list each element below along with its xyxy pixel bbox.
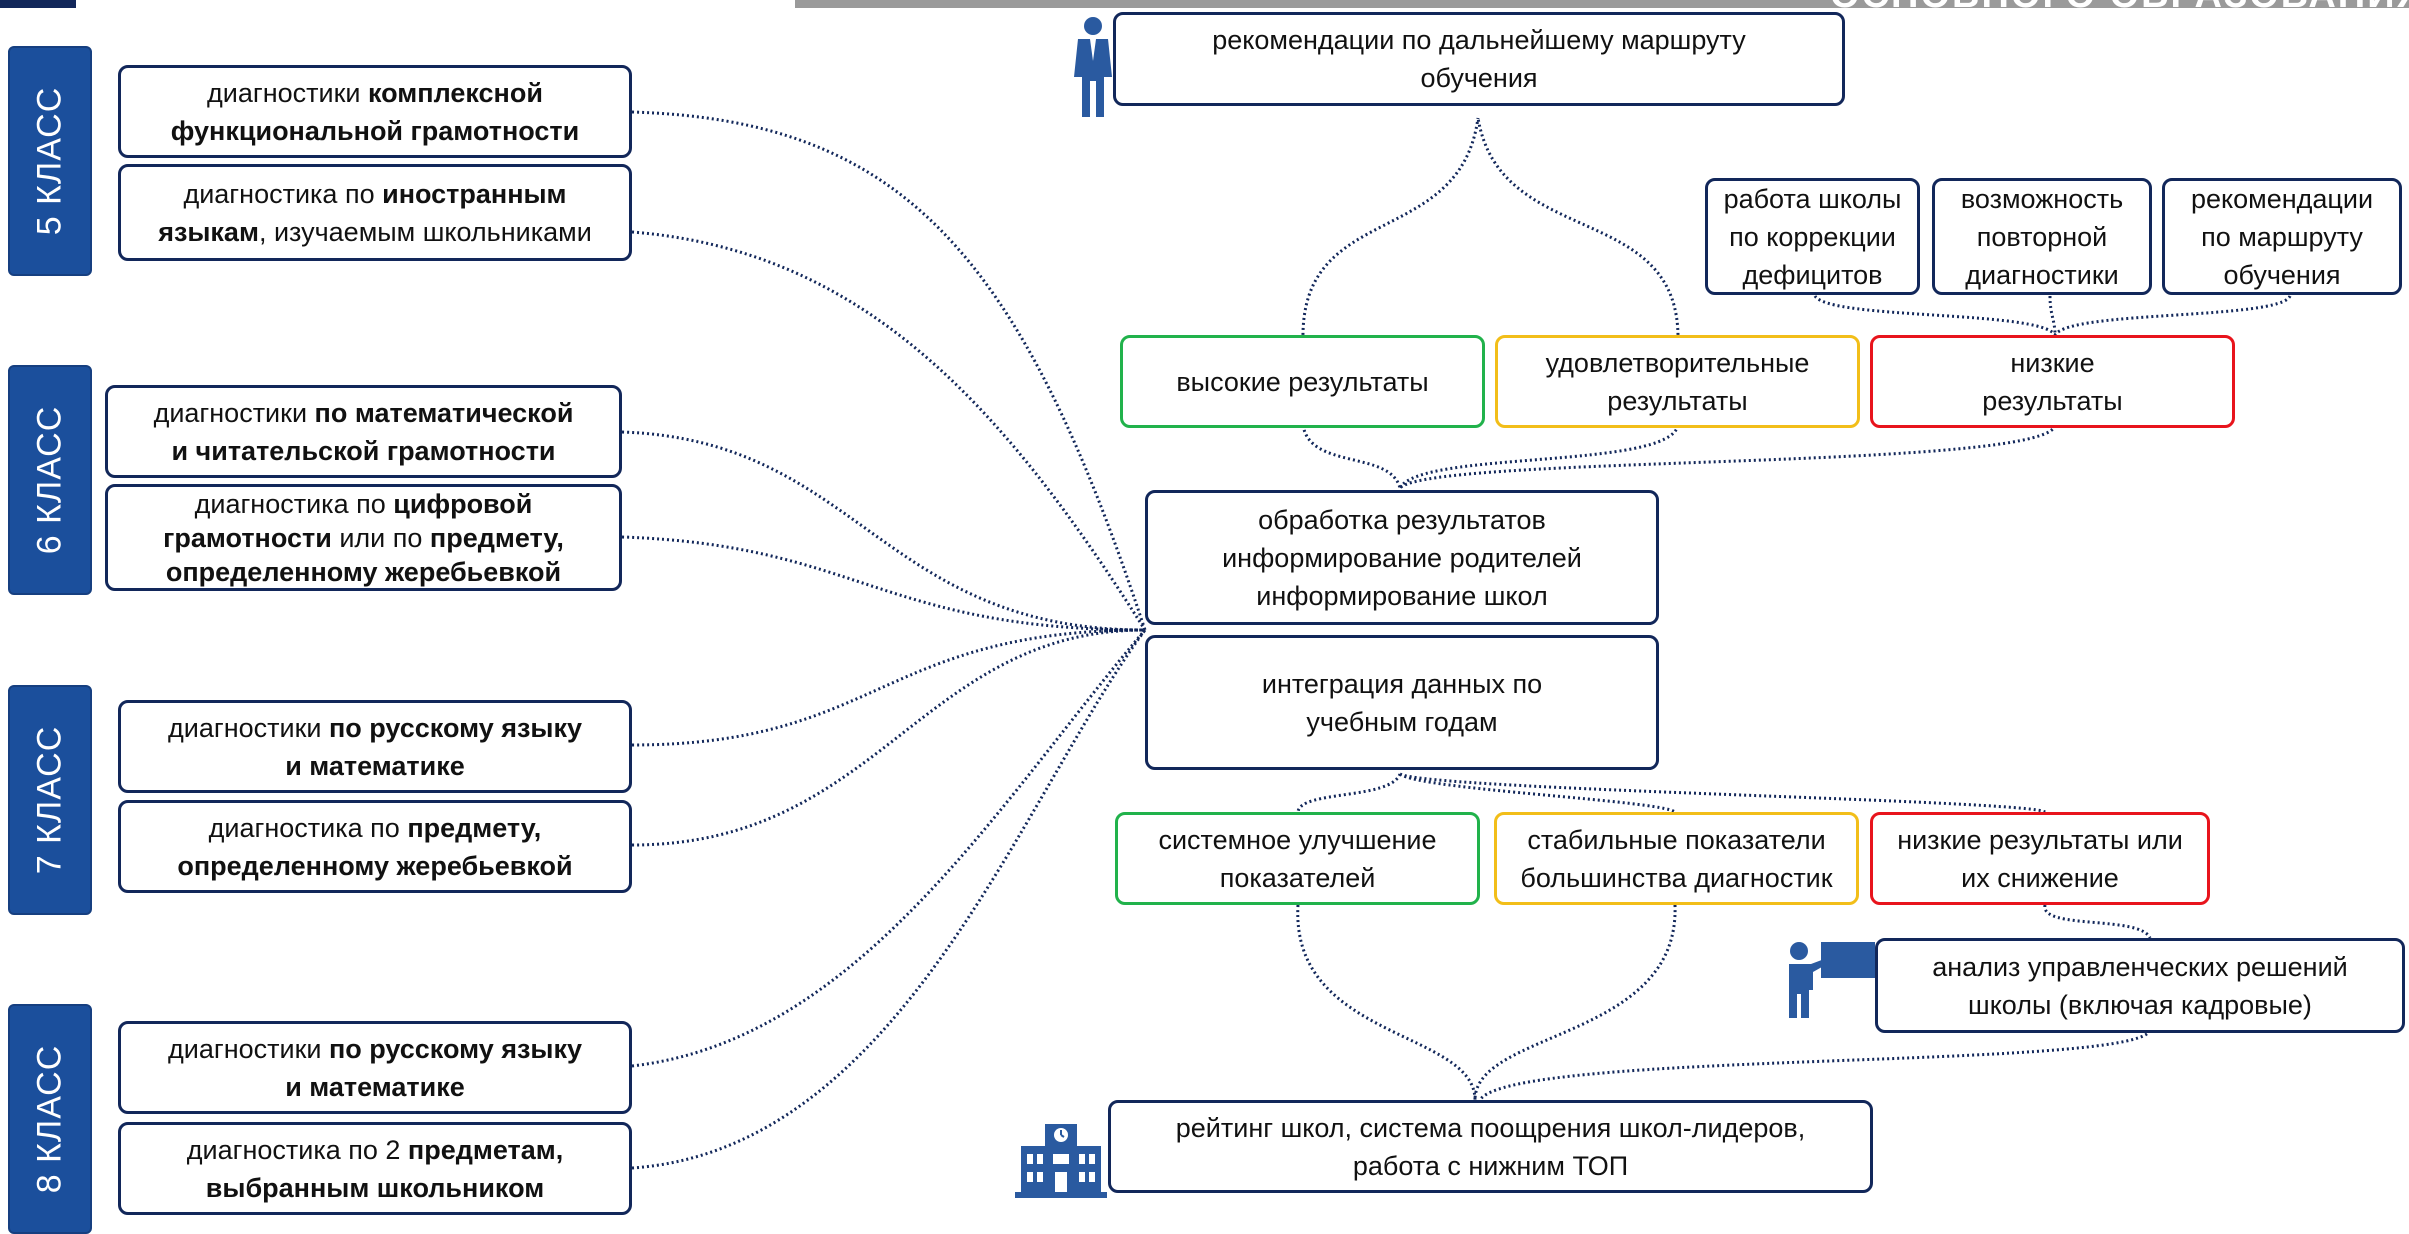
grade-7-label: 7 КЛАСС — [8, 685, 92, 915]
grade-8-text: 8 КЛАСС — [30, 1044, 69, 1194]
grade-8-label: 8 КЛАСС — [8, 1004, 92, 1234]
grade-5-text: 5 КЛАСС — [30, 86, 69, 236]
result-high-box: высокие результаты — [1120, 335, 1485, 428]
diag-box-8-two-subjects: диагностика по 2 предметам,выбранным шко… — [118, 1122, 632, 1215]
grade-6-label: 6 КЛАСС — [8, 365, 92, 595]
grade-5-label: 5 КЛАСС — [8, 46, 92, 276]
teacher-board-icon — [1789, 942, 1875, 1018]
grade-7-text: 7 КЛАСС — [30, 725, 69, 875]
diag-box-7-lottery-subject: диагностика по предмету,определенному же… — [118, 800, 632, 893]
header-title: ОСНОВНОГО ОБРАЗОВАНИЯ — [1830, 0, 2409, 17]
person-standing-icon — [1074, 17, 1112, 117]
header-bar-left — [0, 0, 76, 8]
grade-6-text: 6 КЛАСС — [30, 405, 69, 555]
school-building-icon — [1015, 1124, 1107, 1198]
rating-box: рейтинг школ, система поощрения школ-лид… — [1108, 1100, 1873, 1193]
header-bar-right — [795, 0, 2409, 8]
